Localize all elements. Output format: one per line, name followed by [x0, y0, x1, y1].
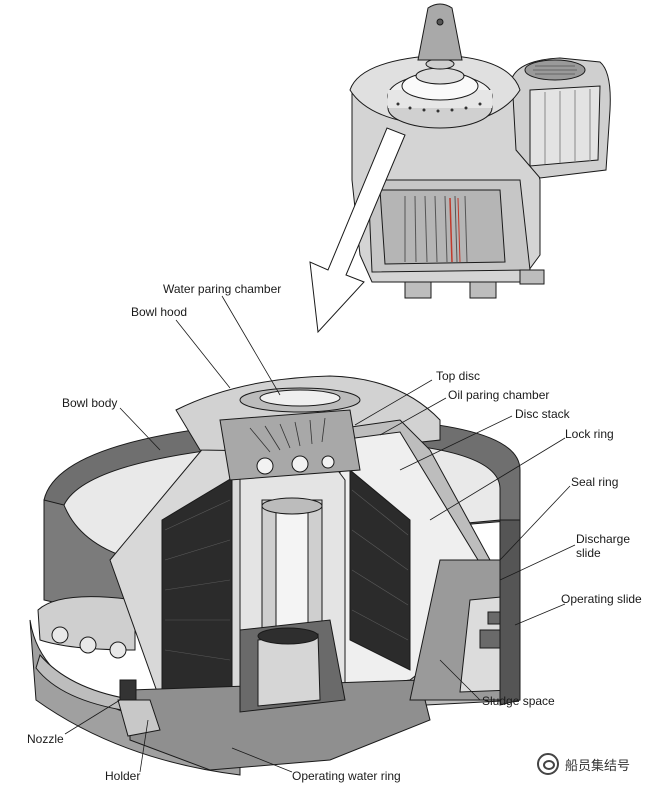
- label-oil-paring-chamber: Oil paring chamber: [448, 388, 550, 402]
- watermark: 船员集结号: [536, 753, 630, 775]
- bowl-cross-section: [29, 375, 521, 776]
- label-operating-slide: Operating slide: [561, 592, 642, 606]
- label-water-paring-chamber: Water paring chamber: [163, 282, 282, 296]
- label-seal-ring: Seal ring: [571, 475, 619, 489]
- wechat-icon: [536, 753, 559, 775]
- label-lock-ring: Lock ring: [565, 427, 614, 441]
- label-holder: Holder: [105, 769, 141, 783]
- leader-lines: [64, 295, 576, 773]
- watermark-text: 船员集结号: [564, 758, 630, 774]
- label-bowl-hood: Bowl hood: [131, 305, 188, 319]
- label-sludge-space: Sludge space: [482, 694, 555, 708]
- label-nozzle: Nozzle: [27, 732, 64, 746]
- pointer-arrow: [309, 127, 406, 334]
- label-discharge-slide-line2: slide: [576, 546, 601, 560]
- label-disc-stack: Disc stack: [515, 407, 570, 421]
- label-top-disc: Top disc: [436, 369, 481, 383]
- label-operating-water-ring: Operating water ring: [292, 769, 401, 783]
- label-bowl-body: Bowl body: [62, 396, 118, 410]
- label-discharge-slide-line1: Discharge: [576, 532, 631, 546]
